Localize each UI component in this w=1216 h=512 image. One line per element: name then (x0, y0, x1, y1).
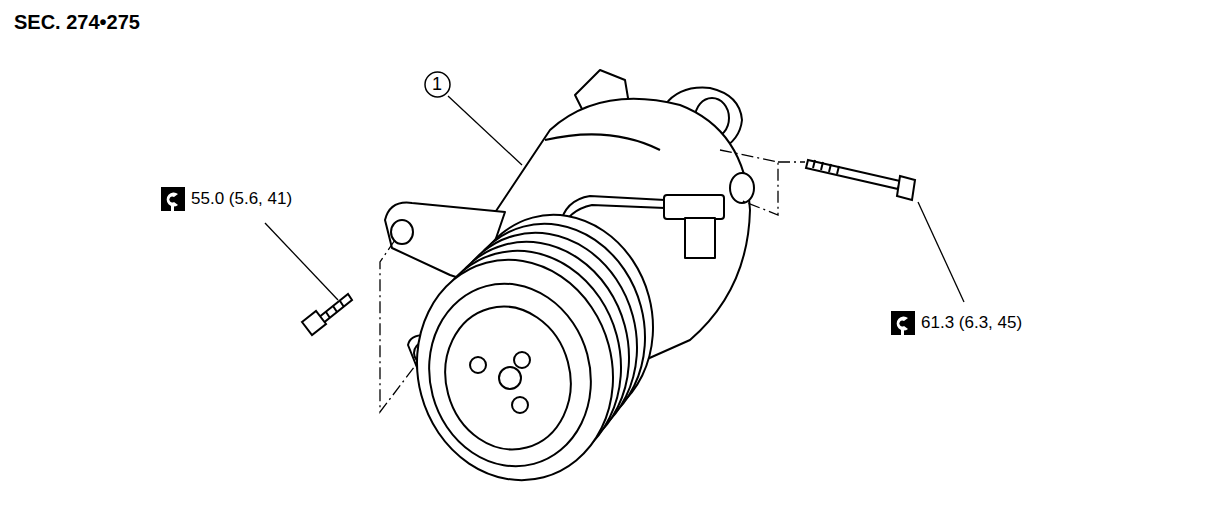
pulley-rim (409, 265, 611, 484)
torque-value: 55.0 (5.6, 41) (191, 189, 292, 209)
bolt (302, 294, 352, 335)
connector (664, 195, 724, 219)
bolt (806, 160, 915, 200)
torque-symbol (161, 187, 185, 211)
torque-value: 61.3 (6.3, 45) (921, 313, 1022, 333)
section-title: SEC. 274•275 (14, 11, 140, 34)
callout-number: 1 (424, 71, 451, 98)
clutch-hub (429, 292, 586, 463)
connector-bracket (685, 218, 715, 258)
callout-circle: 1 (424, 71, 451, 98)
hub-hole (470, 357, 486, 373)
guide-line (380, 150, 805, 412)
hub-center (499, 367, 521, 389)
body-seam (545, 134, 660, 150)
hub-hole (514, 352, 530, 368)
torque-symbol (891, 311, 915, 335)
leader-line (265, 96, 964, 302)
side-port (730, 173, 754, 203)
hub-hole (512, 397, 528, 413)
pulley-face (393, 238, 638, 503)
